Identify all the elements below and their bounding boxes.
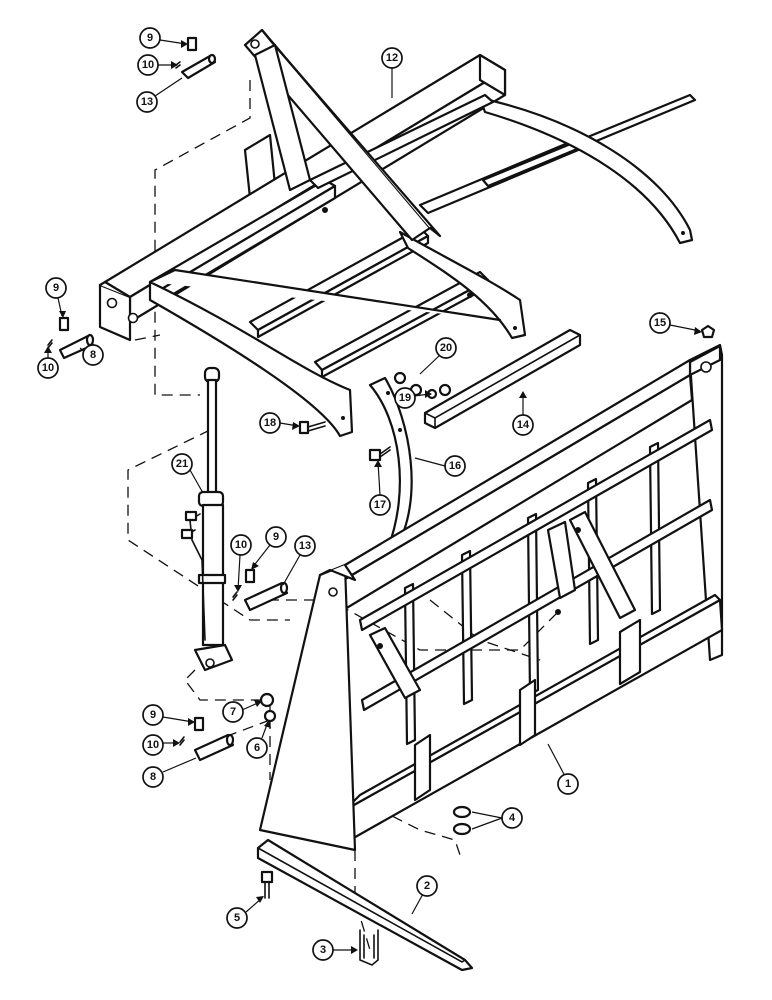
- callout-9-left: 9: [45, 277, 67, 299]
- svg-text:17: 17: [374, 499, 386, 511]
- svg-text:13: 13: [299, 540, 311, 552]
- assembly-dashed-lines: [127, 80, 561, 951]
- nuts-6-7: [259, 692, 277, 723]
- callout-1: 1: [557, 773, 579, 795]
- callout-14: 14: [512, 414, 534, 436]
- tine-2: [256, 838, 474, 972]
- svg-text:9: 9: [150, 709, 156, 721]
- svg-text:10: 10: [42, 362, 54, 374]
- callout-10-bottom: 10: [142, 734, 164, 756]
- svg-text:15: 15: [654, 317, 666, 329]
- callout-7: 7: [222, 701, 244, 723]
- svg-text:14: 14: [517, 419, 530, 431]
- callout-8-left: 8: [82, 344, 104, 366]
- svg-text:4: 4: [509, 812, 516, 824]
- callout-3: 3: [312, 939, 334, 961]
- hydraulic-cylinder: [180, 366, 234, 672]
- svg-text:9: 9: [53, 282, 59, 294]
- callout-18: 18: [259, 412, 281, 434]
- callout-6: 6: [246, 737, 268, 759]
- svg-text:7: 7: [230, 706, 236, 718]
- part-15-grease-fitting: [700, 324, 716, 339]
- callout-13-middle: 13: [294, 535, 316, 557]
- callout-9-middle: 9: [265, 526, 287, 548]
- callout-19: 19: [394, 387, 416, 409]
- callout-13-top: 13: [136, 91, 158, 113]
- callout-10-top: 10: [137, 54, 159, 76]
- svg-text:18: 18: [264, 417, 276, 429]
- u-bolt-3: [359, 929, 379, 966]
- svg-text:5: 5: [234, 912, 240, 924]
- svg-text:8: 8: [150, 771, 156, 783]
- svg-text:6: 6: [254, 742, 260, 754]
- callout-10-left: 10: [37, 357, 59, 379]
- callout-15: 15: [649, 312, 671, 334]
- svg-text:20: 20: [440, 342, 452, 354]
- pin-set-middle: [232, 568, 289, 612]
- bolt-18: [298, 420, 326, 435]
- svg-text:9: 9: [273, 531, 279, 543]
- lower-grapple-frame: [258, 343, 724, 852]
- callouts: 1 2 3 4 5 6 7 8 8 9 9 9 9: [37, 27, 702, 961]
- nuts-19-20: [393, 371, 452, 400]
- svg-text:10: 10: [147, 739, 159, 751]
- callout-9-top: 9: [139, 27, 161, 49]
- callout-17: 17: [369, 494, 391, 516]
- svg-text:16: 16: [449, 460, 461, 472]
- svg-text:21: 21: [176, 458, 188, 470]
- svg-text:12: 12: [386, 52, 398, 64]
- callout-5: 5: [226, 907, 248, 929]
- svg-text:9: 9: [147, 32, 153, 44]
- callout-16: 16: [444, 455, 466, 477]
- bolt-17: [368, 446, 391, 462]
- pin-set-bottom: [179, 716, 235, 762]
- callout-21: 21: [171, 453, 193, 475]
- callout-8-bottom: 8: [142, 766, 164, 788]
- svg-text:10: 10: [235, 539, 247, 551]
- callout-10-middle: 10: [230, 534, 252, 556]
- svg-text:13: 13: [141, 96, 153, 108]
- svg-text:10: 10: [142, 59, 154, 71]
- svg-text:19: 19: [399, 392, 411, 404]
- callout-9-bottom: 9: [142, 704, 164, 726]
- svg-text:1: 1: [565, 778, 571, 790]
- callout-20: 20: [435, 337, 457, 359]
- callout-4: 4: [501, 807, 523, 829]
- part-14-bar: [423, 328, 582, 430]
- svg-text:2: 2: [424, 880, 430, 892]
- bolt-5: [260, 870, 274, 899]
- callout-2: 2: [416, 875, 438, 897]
- svg-text:3: 3: [320, 944, 326, 956]
- nuts-4: [452, 805, 472, 836]
- callout-12: 12: [381, 47, 403, 69]
- upper-mounting-frame: [98, 28, 697, 438]
- svg-text:8: 8: [90, 349, 96, 361]
